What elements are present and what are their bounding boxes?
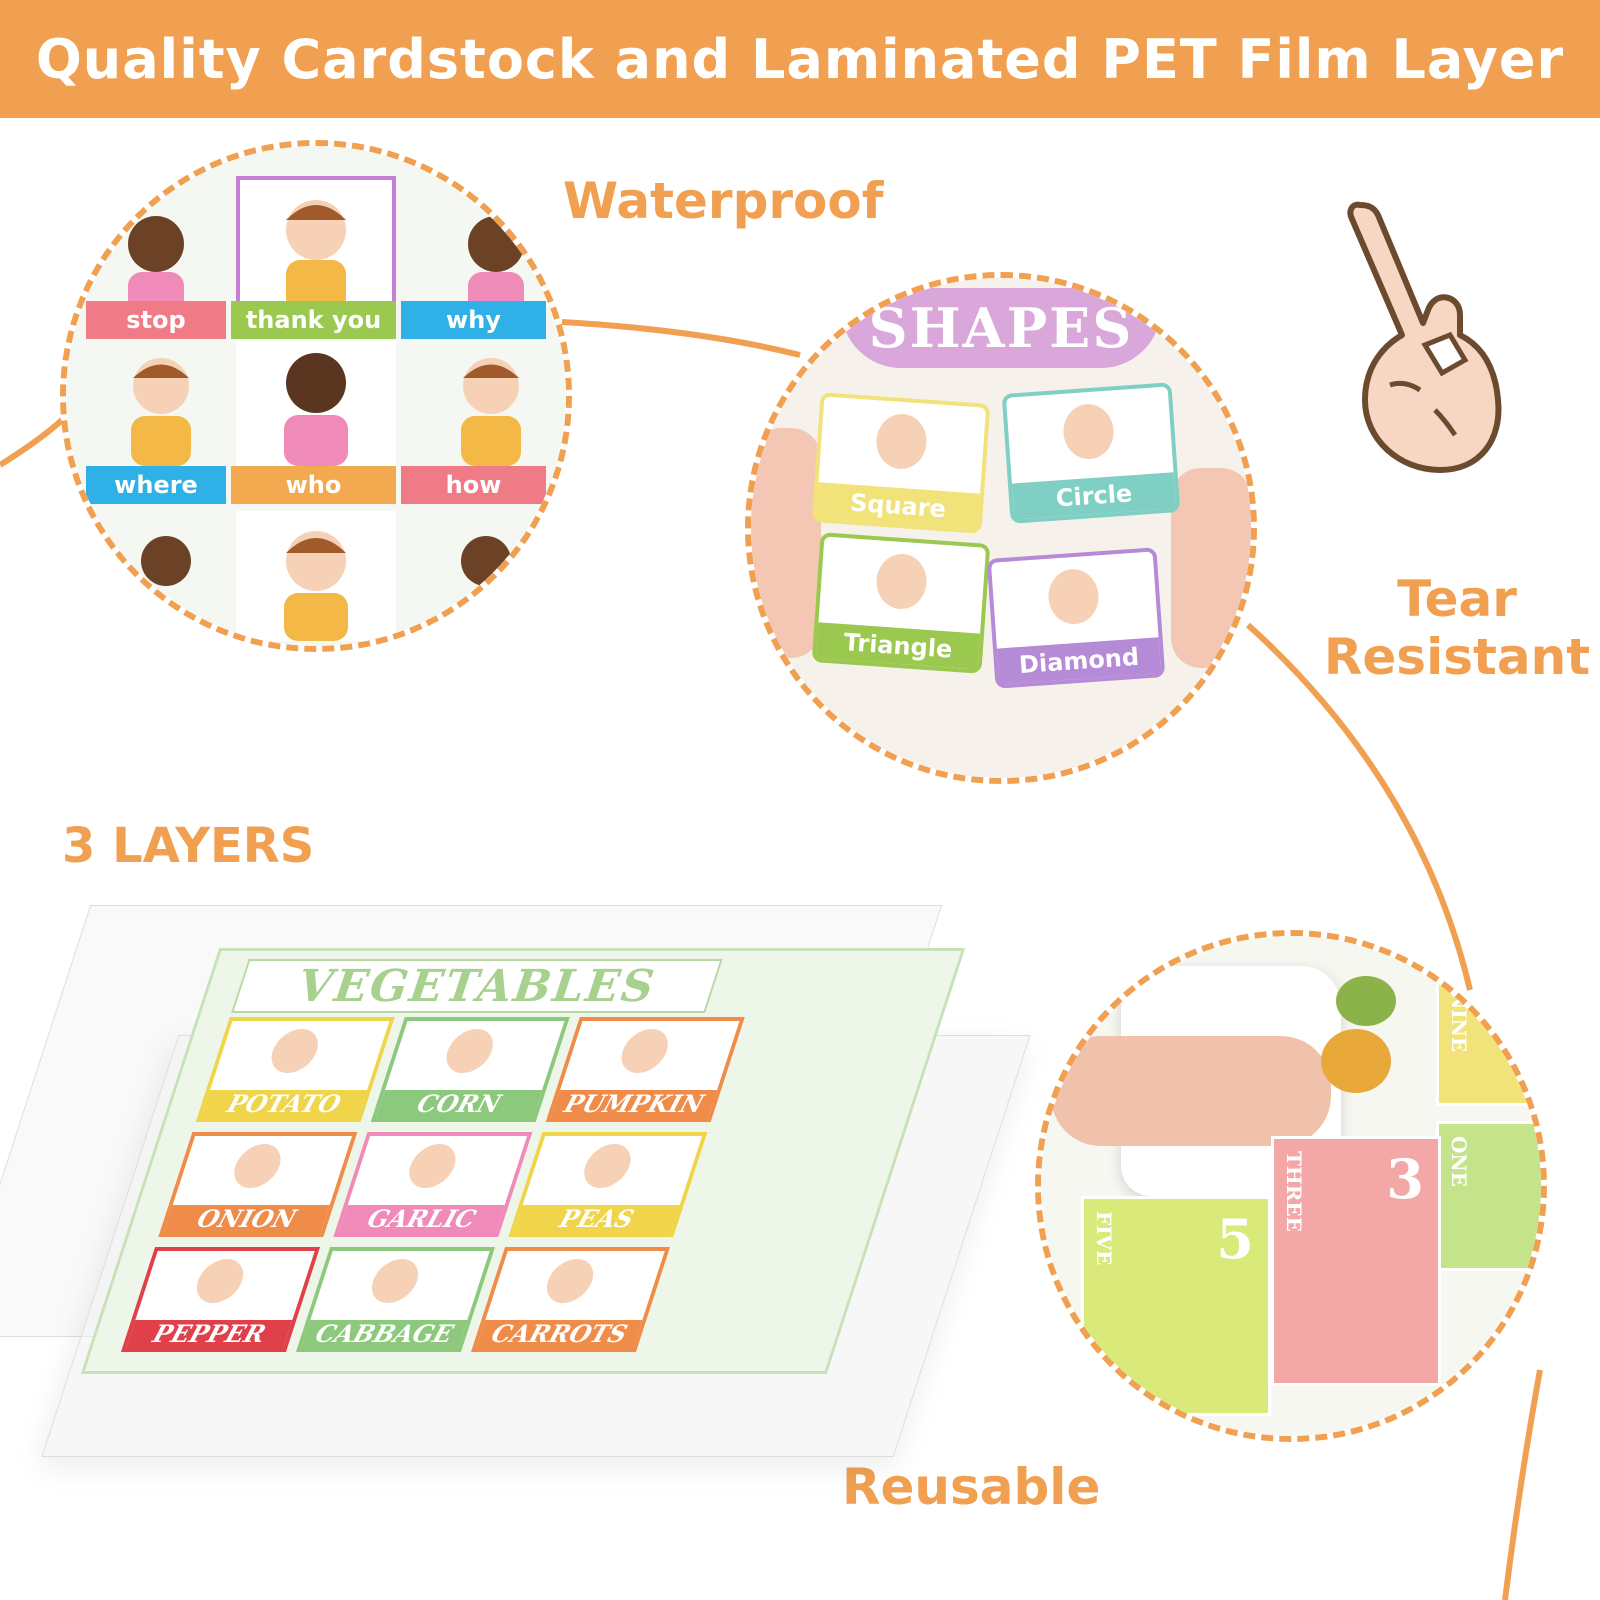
vegetable-card-illustration bbox=[403, 1144, 462, 1188]
turtle-illustration bbox=[1321, 976, 1396, 1093]
sign-label-why: why bbox=[401, 301, 546, 339]
shape-card-label: Diamond bbox=[996, 637, 1162, 685]
kid-bottom-right bbox=[446, 526, 526, 616]
vegetable-card-illustration bbox=[265, 1029, 324, 1073]
vegetable-card-peas: PEAS bbox=[508, 1132, 708, 1237]
shape-card-diamond: Diamond bbox=[986, 547, 1166, 689]
sign-label-thank-you: thank you bbox=[231, 301, 396, 339]
vegetable-card-label: PEAS bbox=[513, 1204, 680, 1233]
vegetable-card-illustration bbox=[365, 1259, 425, 1303]
kid-why bbox=[446, 206, 546, 316]
wiping-hand bbox=[1051, 1036, 1331, 1146]
shape-card-circle: Circle bbox=[1001, 382, 1181, 524]
banner-title: Quality Cardstock and Laminated PET Film… bbox=[35, 27, 1565, 91]
vegetable-card-label: ONION bbox=[163, 1204, 330, 1233]
vegetable-card-illustration bbox=[615, 1029, 674, 1073]
right-hand bbox=[1171, 468, 1251, 668]
kid-thank-you bbox=[236, 176, 396, 316]
tear-resistant-label: Tear Resistant bbox=[1312, 570, 1600, 686]
kid-where bbox=[96, 346, 226, 466]
sign-label-stop: stop bbox=[86, 301, 226, 339]
vegetable-card-pepper: PEPPER bbox=[120, 1247, 321, 1352]
connector-right bbox=[1245, 622, 1473, 991]
number-digit: 3 bbox=[1386, 1147, 1424, 1211]
shape-card-illustration bbox=[874, 412, 929, 471]
reusable-label: Reusable bbox=[842, 1458, 1101, 1516]
kid-stop bbox=[106, 206, 206, 316]
shape-card-square: Square bbox=[811, 392, 991, 534]
vegetable-card-label: CARROTS bbox=[476, 1319, 643, 1348]
tear-resistant-line1: Tear bbox=[1397, 570, 1517, 628]
shape-card-label: Triangle bbox=[815, 622, 981, 670]
three-layers-label: 3 LAYERS bbox=[62, 818, 315, 874]
sign-label-where: where bbox=[86, 466, 226, 504]
header-banner: Quality Cardstock and Laminated PET Film… bbox=[0, 0, 1600, 118]
vegetable-card-potato: POTATO bbox=[195, 1017, 395, 1122]
vegetables-title-box: VEGETABLES bbox=[231, 959, 723, 1013]
shape-card-triangle: Triangle bbox=[811, 532, 991, 674]
vegetable-card-illustration bbox=[578, 1144, 637, 1188]
vegetables-title: VEGETABLES bbox=[290, 960, 664, 1012]
sign-label-who: who bbox=[231, 466, 396, 504]
vegetable-card-illustration bbox=[228, 1144, 287, 1188]
vegetable-card-cabbage: CABBAGE bbox=[295, 1247, 496, 1352]
number-digit: 5 bbox=[1216, 1207, 1254, 1271]
vegetable-card-garlic: GARLIC bbox=[333, 1132, 533, 1237]
shape-card-illustration bbox=[1061, 402, 1116, 461]
number-word: THREE bbox=[1282, 1151, 1306, 1232]
vegetable-card-label: PEPPER bbox=[126, 1319, 293, 1348]
waterproof-label: Waterproof bbox=[563, 172, 884, 230]
vegetable-card-label: CORN bbox=[375, 1089, 543, 1118]
vegetable-card-illustration bbox=[440, 1029, 499, 1073]
kid-bottom-center bbox=[236, 511, 396, 641]
vegetable-card-corn: CORN bbox=[370, 1017, 570, 1122]
shape-card-label: Circle bbox=[1011, 472, 1177, 520]
left-hand bbox=[751, 428, 821, 658]
shape-card-illustration bbox=[874, 552, 929, 611]
number-word: FIVE bbox=[1092, 1211, 1116, 1266]
sign-language-hand-icon bbox=[1347, 201, 1502, 473]
vegetable-card-carrots: CARROTS bbox=[470, 1247, 671, 1352]
number-card-five: FIVE 5 bbox=[1081, 1196, 1271, 1416]
vegetable-card-label: PUMPKIN bbox=[550, 1089, 718, 1118]
number-card-nine: NINE bbox=[1436, 976, 1541, 1106]
vegetable-card-pumpkin: PUMPKIN bbox=[545, 1017, 745, 1122]
vegetable-card-label: CABBAGE bbox=[301, 1319, 468, 1348]
kid-bottom-left bbox=[126, 526, 206, 616]
shape-card-label: Square bbox=[815, 482, 981, 530]
number-card-three: THREE 3 bbox=[1271, 1136, 1441, 1386]
number-word: NINE bbox=[1447, 991, 1471, 1053]
kid-who bbox=[236, 341, 396, 466]
vegetable-card-illustration bbox=[540, 1259, 600, 1303]
vegetable-card-label: GARLIC bbox=[338, 1204, 505, 1233]
vegetable-card-onion: ONION bbox=[158, 1132, 358, 1237]
number-card-one: ONE bbox=[1436, 1121, 1541, 1271]
shapes-title-banner: SHAPES bbox=[841, 288, 1161, 368]
connector-left bbox=[0, 417, 65, 468]
shape-card-illustration bbox=[1046, 567, 1101, 626]
vegetable-card-illustration bbox=[190, 1259, 250, 1303]
vegetable-card-label: POTATO bbox=[200, 1089, 368, 1118]
number-word: ONE bbox=[1447, 1136, 1471, 1187]
kid-how bbox=[426, 346, 556, 466]
sign-label-how: how bbox=[401, 466, 546, 504]
shapes-title: SHAPES bbox=[868, 296, 1134, 360]
tear-resistant-line2: Resistant bbox=[1323, 628, 1591, 686]
